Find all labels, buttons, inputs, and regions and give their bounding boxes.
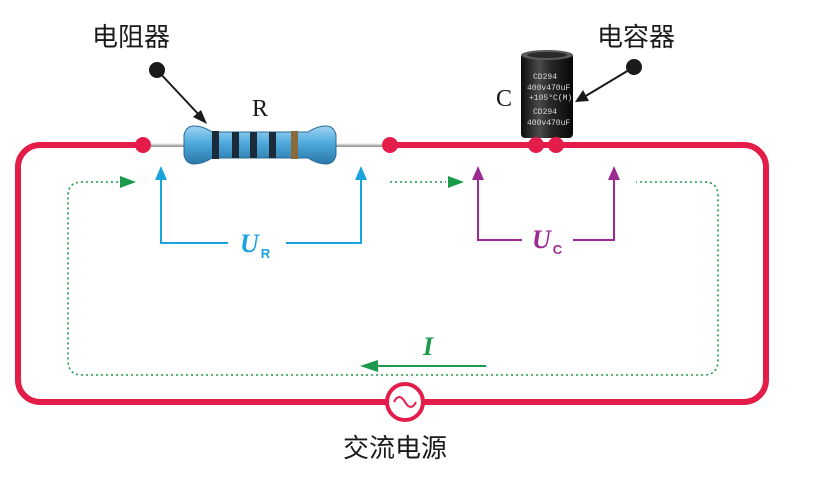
resistor-band-2: [232, 132, 239, 158]
resistor-band-3: [250, 132, 257, 158]
capacitor-print-5: 400v470uF: [527, 119, 570, 128]
resistor-band-4: [269, 132, 276, 158]
capacitor-label: 电容器: [597, 23, 675, 53]
resistor-symbol: R: [252, 96, 268, 122]
resistor-band-5: [291, 131, 298, 159]
resistor-pointer-arrowhead: [193, 110, 207, 124]
capacitor-pointer-dot: [626, 59, 642, 75]
ac-sine-icon: [385, 382, 425, 422]
resistor-pointer-dot: [149, 62, 165, 78]
current-arrow-mid-top: [448, 176, 464, 188]
resistor-band-1: [212, 131, 219, 159]
resistor-label: 电阻器: [92, 23, 170, 53]
resistor: [143, 125, 389, 165]
voltage-bracket-resistor: [155, 166, 367, 244]
current-arrowhead: [360, 360, 378, 372]
junction-dot-2: [382, 137, 398, 153]
capacitor-print-2: 400v470uF: [527, 84, 570, 93]
current-label: I: [422, 332, 434, 361]
voltage-bracket-capacitor: [472, 166, 620, 241]
capacitor-pointer-arrowhead: [575, 90, 589, 102]
capacitor-print-4: CD294: [533, 108, 557, 117]
current-arrow-left-top: [120, 176, 136, 188]
capacitor-pointer-line: [583, 66, 635, 98]
capacitor-print-1: CD294: [533, 73, 557, 82]
source-label: 交流电源: [343, 434, 447, 464]
resistor-pointer-line: [156, 69, 202, 118]
capacitor-symbol: C: [496, 86, 512, 112]
capacitor-print-3: +105°C(M): [529, 94, 572, 103]
junction-dot-3: [528, 137, 544, 153]
current-path: [67, 176, 719, 376]
junction-dot-4: [548, 137, 564, 153]
capacitor: CD294 400v470uF +105°C(M) CD294 400v470u…: [521, 50, 573, 146]
junction-dot-1: [135, 137, 151, 153]
